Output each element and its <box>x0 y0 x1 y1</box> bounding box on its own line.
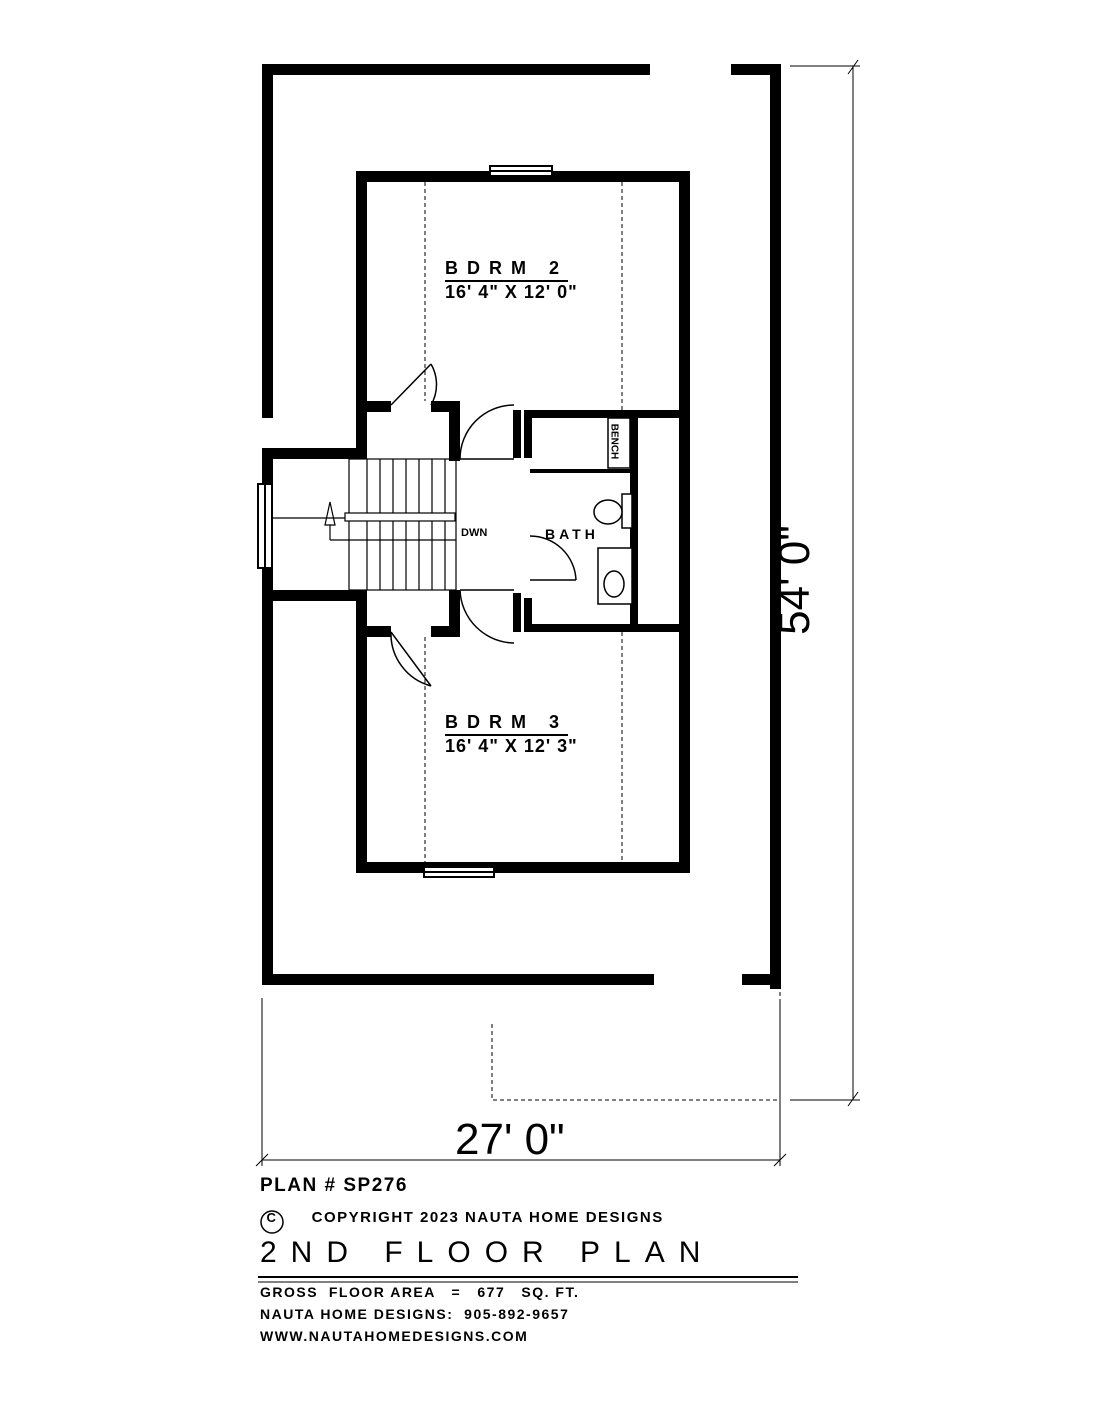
bdrm2-name: BDRM 2 <box>445 258 569 282</box>
bdrm2-label: BDRM 2 16' 4" X 12' 0" <box>445 258 578 303</box>
bench-label: BENCH <box>608 423 620 460</box>
bdrm2-size: 16' 4" X 12' 0" <box>445 282 578 302</box>
plan-number: PLAN # SP276 <box>260 1175 408 1196</box>
stairs <box>273 458 457 591</box>
dimension-lines <box>255 59 860 1167</box>
company-phone: NAUTA HOME DESIGNS: 905-892-9657 <box>260 1306 570 1322</box>
copyright-line: C COPYRIGHT 2023 NAUTA HOME DESIGNS <box>260 1209 800 1226</box>
depth-dimension: 54' 0" <box>769 525 819 635</box>
bdrm3-label: BDRM 3 16' 4" X 12' 3" <box>445 712 578 757</box>
bath-fixtures <box>593 417 633 605</box>
windows <box>257 165 553 878</box>
stairs-dwn-label: DWN <box>461 527 488 539</box>
bath-label: BATH <box>545 526 599 542</box>
dashed-lines <box>424 182 781 1101</box>
gross-floor-area: GROSS FLOOR AREA = 677 SQ. FT. <box>260 1284 580 1300</box>
plan-title: 2ND FLOOR PLAN <box>260 1236 715 1269</box>
outer-walls <box>262 64 781 989</box>
title-underlines <box>258 1276 798 1283</box>
bdrm3-size: 16' 4" X 12' 3" <box>445 736 578 756</box>
copyright-circle <box>260 1210 284 1234</box>
copyright-text: COPYRIGHT 2023 NAUTA HOME DESIGNS <box>311 1209 664 1226</box>
width-dimension: 27' 0" <box>455 1115 565 1164</box>
bdrm3-name: BDRM 3 <box>445 712 569 736</box>
copyright-symbol: C <box>266 1210 278 1225</box>
title-block: PLAN # SP276 C COPYRIGHT 2023 NAUTA HOME… <box>260 1175 800 1344</box>
company-website: WWW.NAUTAHOMEDESIGNS.COM <box>260 1328 529 1344</box>
doors <box>390 363 577 687</box>
